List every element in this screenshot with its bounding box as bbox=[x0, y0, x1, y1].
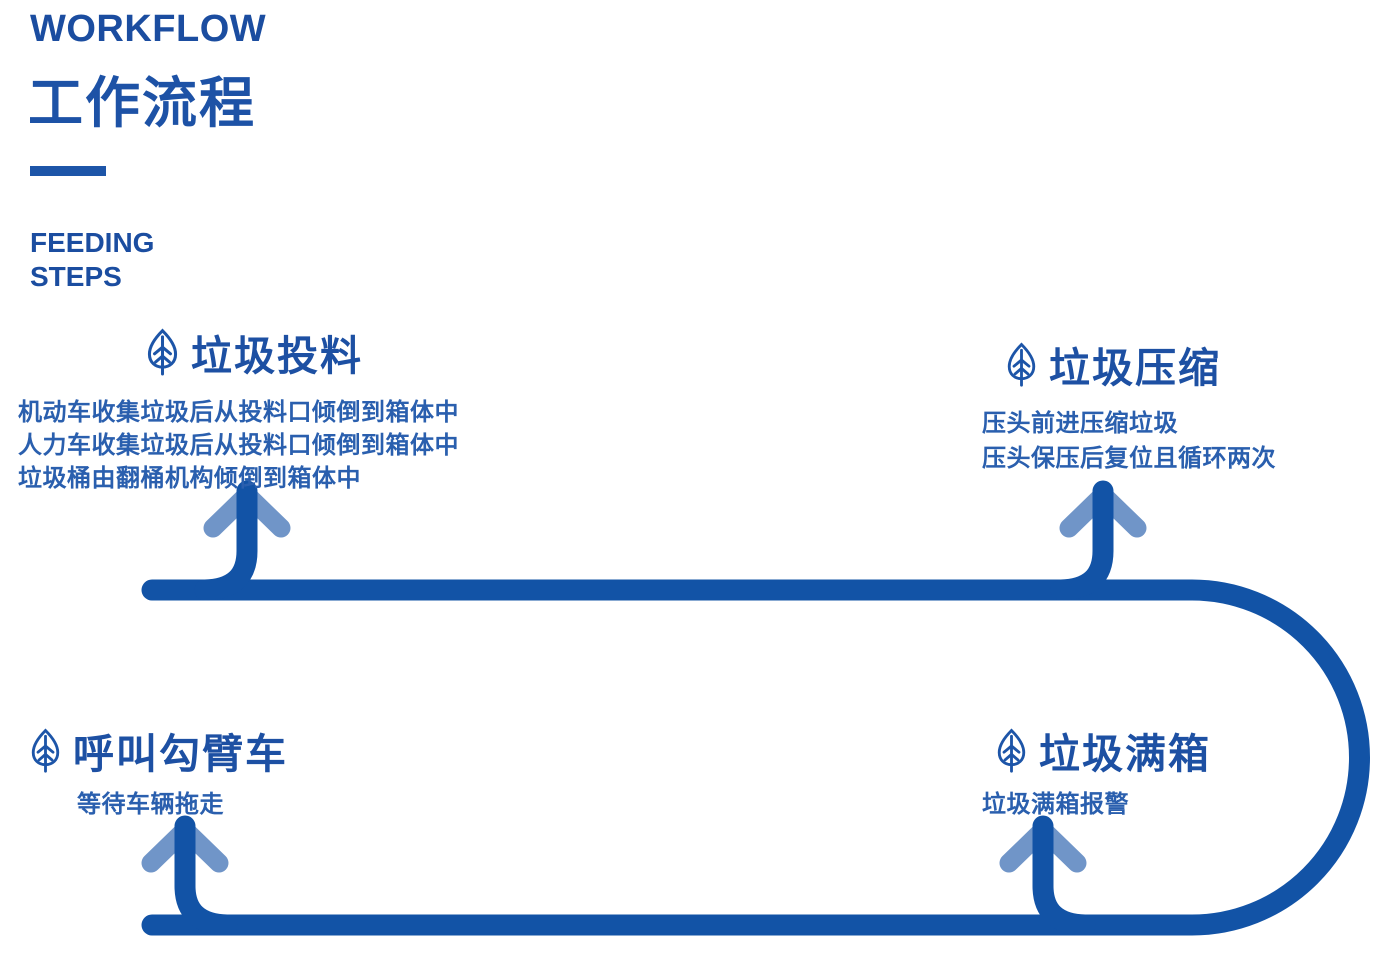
step-garbage-feeding: 垃圾投料 机动车收集垃圾后从投料口倾倒到箱体中 人力车收集垃圾后从投料口倾倒到箱… bbox=[18, 322, 459, 495]
step-header: 呼叫勾臂车 bbox=[30, 720, 288, 780]
feeding-steps-label: FEEDING STEPS bbox=[30, 226, 154, 294]
page-title-en: WORKFLOW bbox=[30, 8, 267, 50]
step-title: 垃圾满箱 bbox=[1039, 731, 1211, 777]
step-description-line: 压头保压后复位且循环两次 bbox=[982, 445, 1276, 472]
arrow-stem bbox=[174, 815, 238, 936]
step-description-line: 人力车收集垃圾后从投料口倾倒到箱体中 bbox=[18, 432, 459, 459]
step-garbage-full: 垃圾满箱 垃圾满箱报警 bbox=[982, 720, 1211, 821]
step-header: 垃圾投料 bbox=[146, 322, 459, 382]
step-header: 垃圾压缩 bbox=[1006, 334, 1276, 394]
leaf-icon bbox=[996, 727, 1027, 774]
feeding-steps-line2: STEPS bbox=[30, 261, 122, 292]
arrow-stem bbox=[1032, 815, 1096, 936]
arrow-stem bbox=[1050, 480, 1114, 601]
title-divider bbox=[30, 166, 106, 176]
leaf-icon bbox=[146, 327, 179, 377]
step-description-line: 等待车辆拖走 bbox=[77, 791, 224, 818]
leaf-icon bbox=[30, 727, 61, 774]
arrow-stem bbox=[194, 480, 258, 601]
page-title-zh: 工作流程 bbox=[28, 72, 257, 134]
step-title: 呼叫勾臂车 bbox=[73, 731, 288, 777]
step-description-line: 压头前进压缩垃圾 bbox=[982, 410, 1178, 437]
flow-main-line bbox=[141, 579, 1370, 936]
step-description-line: 机动车收集垃圾后从投料口倾倒到箱体中 bbox=[18, 399, 459, 426]
feeding-steps-line1: FEEDING bbox=[30, 227, 155, 258]
step-call-hook-truck: 呼叫勾臂车 等待车辆拖走 bbox=[30, 720, 288, 821]
step-description-line: 垃圾满箱报警 bbox=[982, 791, 1129, 818]
step-title: 垃圾压缩 bbox=[1049, 345, 1221, 391]
step-title: 垃圾投料 bbox=[191, 333, 363, 379]
step-header: 垃圾满箱 bbox=[996, 720, 1211, 780]
step-garbage-compression: 垃圾压缩 压头前进压缩垃圾 压头保压后复位且循环两次 bbox=[982, 334, 1276, 476]
leaf-icon bbox=[1006, 341, 1037, 388]
step-description-line: 垃圾桶由翻桶机构倾倒到箱体中 bbox=[18, 465, 361, 492]
